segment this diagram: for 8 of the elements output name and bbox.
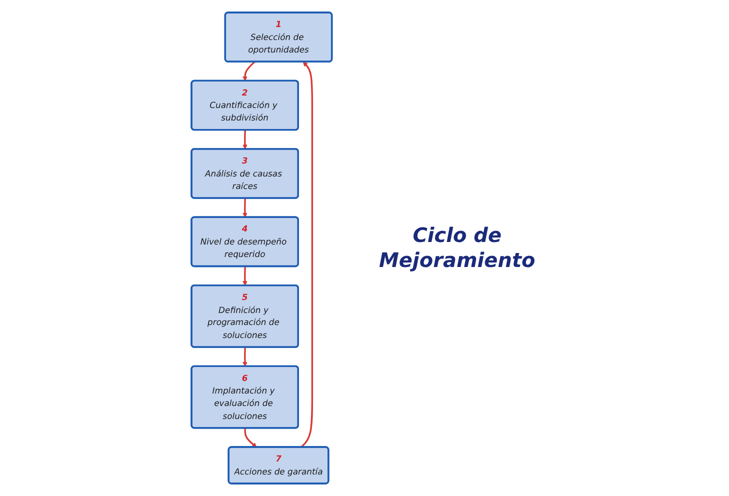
arrow bbox=[242, 61, 255, 82]
arrow bbox=[300, 62, 313, 448]
arrow bbox=[242, 347, 248, 367]
arrow bbox=[242, 198, 248, 218]
arrow bbox=[244, 428, 257, 448]
arrow bbox=[242, 130, 248, 150]
center-label: Ciclo de Mejoramiento bbox=[378, 223, 536, 273]
arrow bbox=[242, 266, 248, 286]
